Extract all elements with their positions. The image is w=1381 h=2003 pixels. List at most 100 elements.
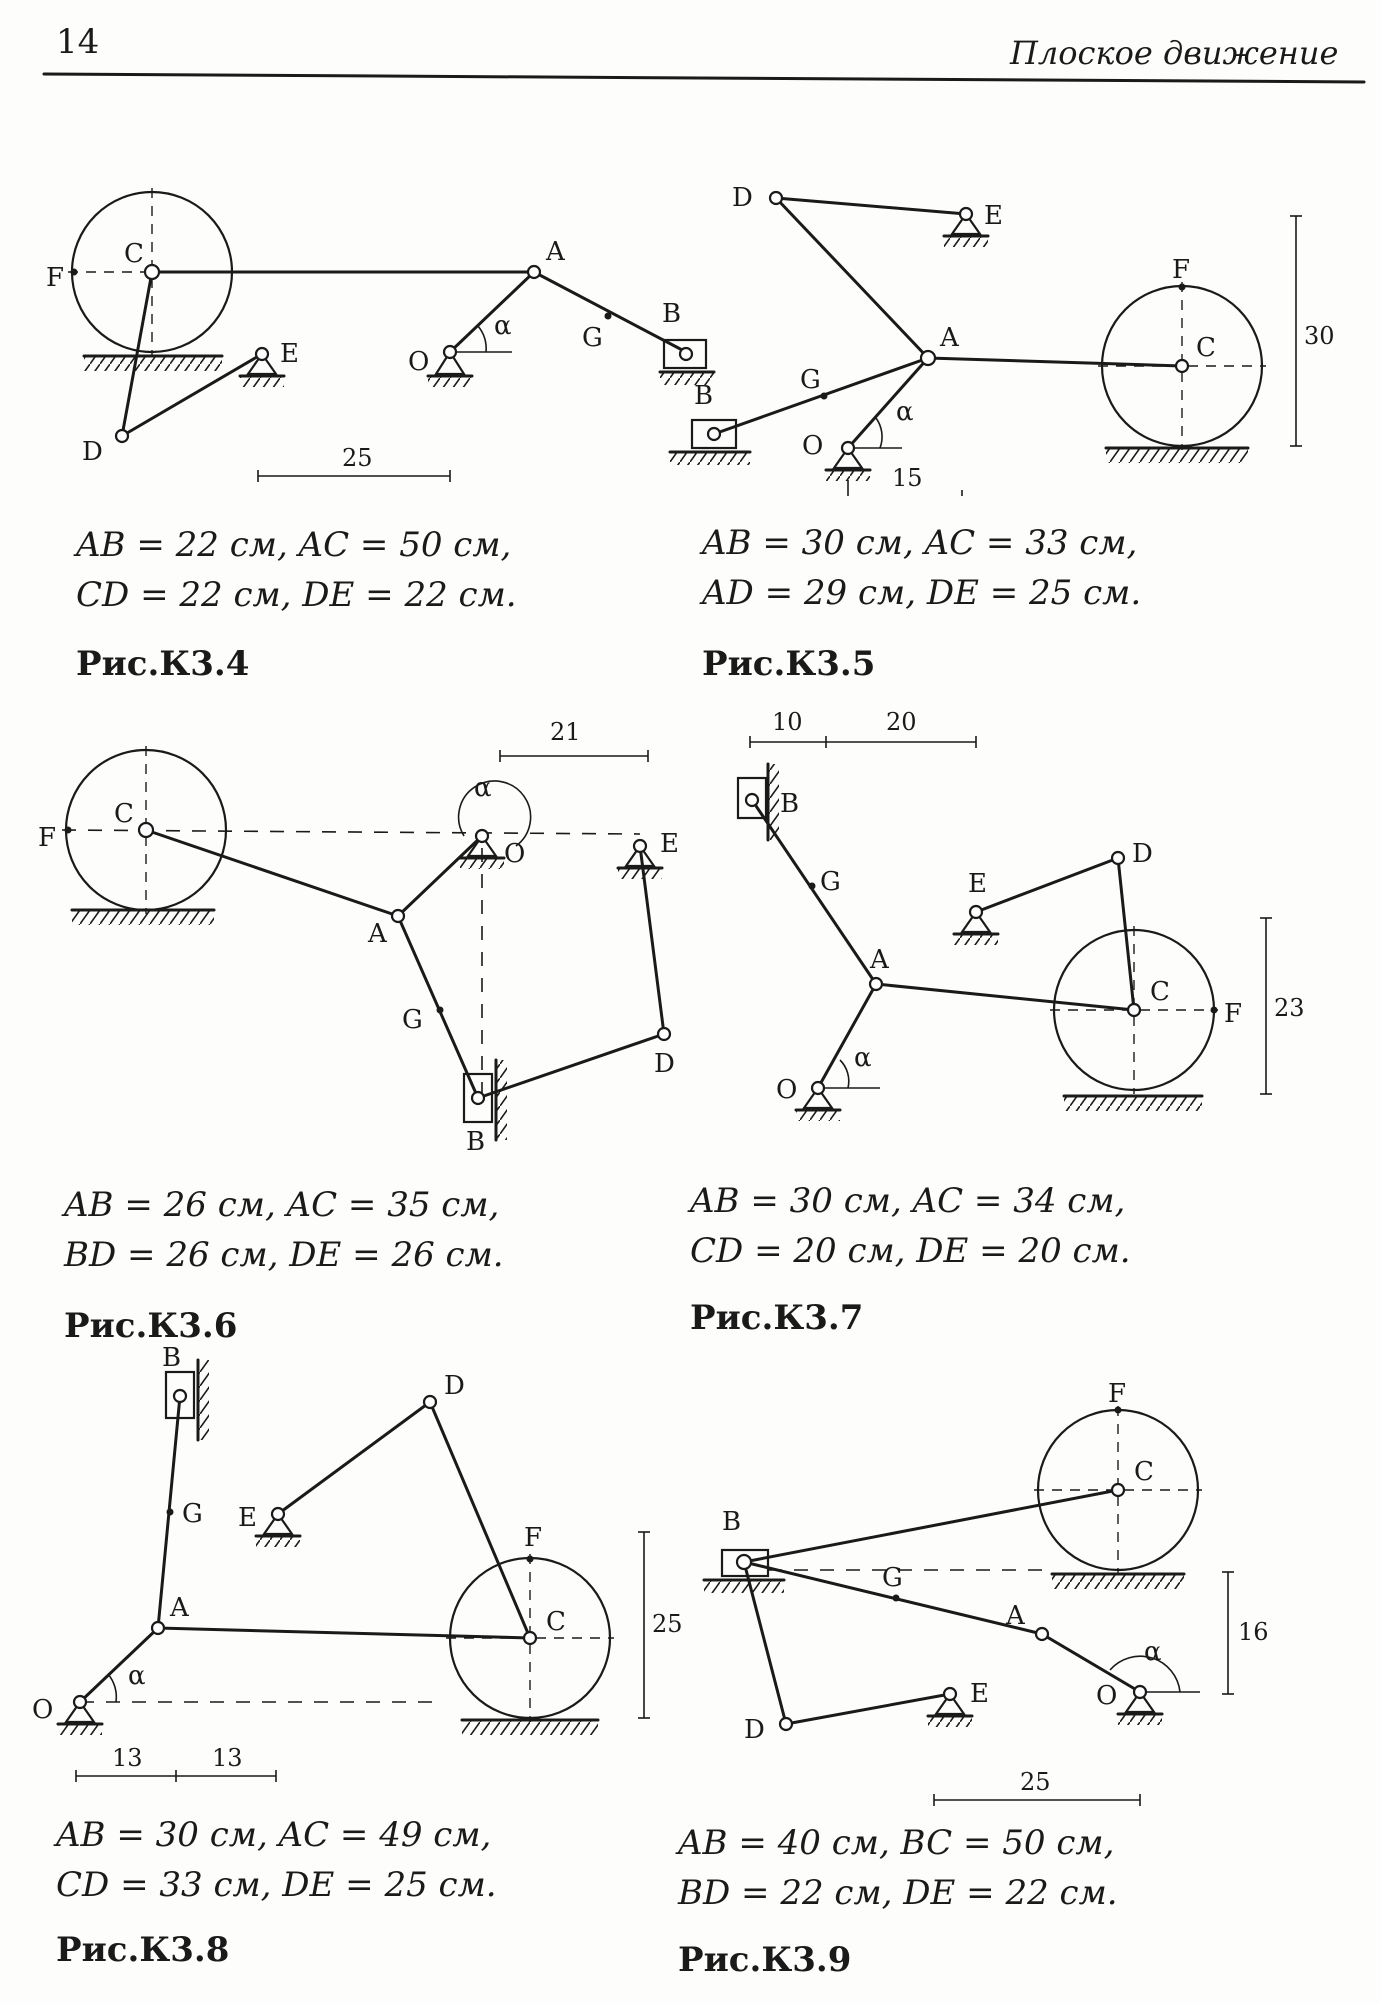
formula-line: CD = 33 см, DE = 25 см. [56,1865,497,1905]
formula-line: BD = 22 см, DE = 22 см. [678,1873,1118,1913]
label-f: F [1108,1379,1126,1409]
angle-arc [1109,1655,1181,1693]
label-e: E [280,339,299,369]
support-e [926,1692,974,1727]
label-b: B [662,299,681,329]
label-o: O [1096,1681,1117,1711]
slider-b [462,1058,507,1142]
label-d: D [444,1371,465,1401]
wheel-ground [1062,1094,1204,1111]
link-de [120,352,264,438]
wheel-ground [82,354,224,371]
dimension-label: 13 [112,1744,143,1772]
label-b: B [466,1127,485,1157]
label-f: F [524,1523,542,1553]
link-de [276,1400,432,1516]
label-a: A [367,919,388,949]
formula-line: BD = 26 см, DE = 26 см. [64,1235,504,1275]
label-c: C [1196,333,1216,363]
dimension-label: 13 [212,1744,243,1772]
label-alpha: α [128,1661,146,1691]
caption-k3-8: Рис.К3.8 [56,1930,230,1970]
dimension-label: 30 [1304,322,1335,350]
angle-arc [477,325,487,353]
label-f: F [38,823,56,853]
figure-k3-9: F C B G A O E D α 16 25 [702,1379,1269,1806]
label-b: B [162,1343,181,1373]
label-g: G [820,867,841,897]
label-e: E [968,869,987,899]
crank-oa [78,1626,160,1704]
figure-k3-7: B G E D A C F O α 10 20 23 [736,708,1305,1121]
label-f: F [1224,999,1242,1029]
link-ad [774,196,930,360]
support-o [426,349,474,387]
formula-k3-9: AB = 40 см, BC = 50 см, BD = 22 см, DE =… [678,1818,1118,1918]
figure-k3-8: B D G E F A C O α 25 13 13 [32,1343,683,1782]
label-a: A [1005,1601,1026,1631]
link-de [784,1692,952,1726]
label-c: C [114,799,134,829]
dimension-label: 15 [892,464,923,492]
crank-oa [448,270,536,354]
label-d: D [82,437,103,467]
crank-oa [816,982,878,1090]
slider-b [658,338,716,385]
figure-k3-5: D E F A C G B O α 30 15 [668,183,1335,496]
crank-oa [396,834,484,918]
dimension-label: 23 [1274,994,1305,1022]
link-ac [874,982,1136,1012]
formula-line: AB = 30 см, AC = 34 см, [690,1181,1126,1221]
label-g: G [402,1005,423,1035]
link-ab [532,270,688,354]
support-o [56,1700,104,1735]
label-f: F [1172,255,1190,285]
label-g: G [882,1563,903,1593]
slider-b [668,418,752,465]
label-e: E [660,829,679,859]
label-d: D [654,1049,675,1079]
label-e: E [238,1503,257,1533]
formula-k3-7: AB = 30 см, AC = 34 см, CD = 20 см, DE =… [690,1176,1131,1276]
link-ab [396,914,480,1100]
link-cd [1116,856,1136,1012]
formula-line: AB = 26 см, AC = 35 см, [64,1185,500,1225]
formula-k3-8: AB = 30 см, AC = 49 см, CD = 33 см, DE =… [56,1810,497,1910]
link-bd [476,1032,666,1100]
caption-k3-6: Рис.К3.6 [64,1306,238,1346]
label-g: G [800,365,821,395]
label-alpha: α [1144,1637,1162,1667]
formula-line: AB = 30 см, AC = 33 см, [702,523,1138,563]
angle-arc [457,780,532,847]
formula-line: CD = 22 см, DE = 22 см. [76,575,517,615]
label-c: C [1150,977,1170,1007]
link-cd [428,1400,532,1640]
slider-b [164,1358,209,1442]
support-e [952,910,1000,945]
label-g: G [182,1499,203,1529]
support-o [824,446,872,481]
caption-k3-7: Рис.К3.7 [690,1298,864,1338]
label-a: A [545,237,566,267]
label-f: F [46,263,64,293]
angle-arc [875,417,883,449]
support-e [238,352,286,387]
dimension-label: 25 [342,444,373,472]
link-ac [926,356,1184,368]
label-o: O [776,1075,797,1105]
slider-b [736,762,779,842]
formula-line: CD = 20 см, DE = 20 см. [690,1231,1131,1271]
label-a: A [939,323,960,353]
label-g: G [582,323,603,353]
label-o: O [408,347,429,377]
caption-k3-4: Рис.К3.4 [76,644,250,684]
figure-k3-6: F C O E A G D B α 21 [38,718,679,1157]
dimension-label: 25 [1020,1768,1051,1796]
label-d: D [1132,839,1153,869]
wheel-ground [70,908,216,925]
caption-k3-5: Рис.К3.5 [702,644,876,684]
label-b: B [694,381,713,411]
dimension-label: 16 [1238,1618,1269,1646]
dimension-label: 10 [772,708,803,736]
